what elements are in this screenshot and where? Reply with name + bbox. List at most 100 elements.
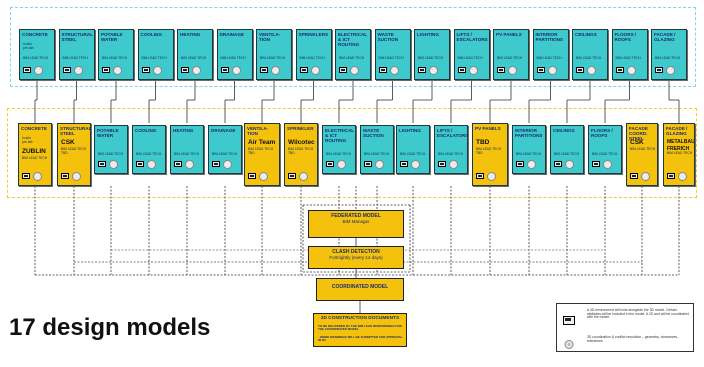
model-chip-icon <box>630 173 638 179</box>
model-label: HEATING <box>180 32 201 37</box>
bim-lead-text: BIM LEAD TECH <box>141 56 167 60</box>
model-chip-icon <box>61 173 69 179</box>
gear-icon <box>487 172 496 181</box>
gear-icon <box>449 160 458 169</box>
model-label: FACADE / GLAZING <box>654 32 676 42</box>
model-label: ELECTRICAL & ICT ROUTING <box>325 128 355 143</box>
bim-lead-text: BIM LEAD TECH <box>400 152 426 156</box>
model-sub-label: in-situ <box>23 42 32 46</box>
bim-lead-text: BIM LEAD TECH <box>260 56 286 60</box>
construction-documents-box: 2D CONSTRUCTION DOCUMENTS TO BE DELIVERE… <box>313 313 407 347</box>
model-label: POTABLE WATER <box>101 32 123 42</box>
gear-icon <box>603 160 612 169</box>
gear-icon <box>641 172 650 181</box>
construction-documents-note-1: TO BE DELIVERED BY THE BIM LEAD RESPONSI… <box>318 324 402 332</box>
model-label: VENTILA- TION <box>259 32 281 42</box>
bim-lead-text: BIM LEAD TECH <box>630 147 656 151</box>
model-chip-icon <box>326 161 334 167</box>
gear-icon <box>192 66 201 75</box>
bim-lead-text: BIM LEAD TECH <box>554 152 580 156</box>
bim-lead-text: BIM LEAD TECH <box>22 156 48 160</box>
gear-icon <box>626 66 636 75</box>
clash-detection-title: CLASH DETECTION <box>332 249 380 255</box>
model-label: DRAINAGE <box>219 32 245 37</box>
bim-lead-text: BIM LEAD TECH <box>23 56 49 60</box>
gear-icon <box>429 66 438 75</box>
model-label: FLOORS / ROOFS <box>591 128 613 138</box>
model-label: POTABLE WATER <box>97 128 119 138</box>
model-chip-icon <box>288 173 296 179</box>
model-label: SPRINKLER <box>287 126 314 131</box>
bim-lead-text: BIM LEAD TECH <box>212 152 238 156</box>
gear-icon <box>299 172 308 181</box>
model-chip-icon <box>667 173 675 179</box>
model-chip-icon <box>615 67 624 73</box>
model-label: PV PANELS <box>496 32 522 37</box>
model-chip-icon <box>655 67 663 73</box>
bim-lead-text: BIM LEAD TECH <box>364 152 390 156</box>
model-chip-icon <box>592 161 600 167</box>
bim-lead-text: BIM LEAD TECH <box>667 151 693 155</box>
model-chip-icon <box>418 67 426 73</box>
gear-icon <box>223 160 232 169</box>
coordinated-model-title: COORDINATED MODEL <box>331 284 389 290</box>
model-chip-icon <box>23 67 31 73</box>
legend-text-2: 3D coordination & conflict resolution – … <box>587 335 678 343</box>
bim-lead-text: BIM LEAD TECH <box>136 152 162 156</box>
model-chip-icon <box>576 67 584 73</box>
model-label: LIFTS / ESCALATORS <box>437 128 468 138</box>
model-chip-icon <box>62 67 71 73</box>
bim-lead-text: BIM LEAD TECH TBD <box>288 147 314 155</box>
gear-icon <box>389 66 399 75</box>
bim-lead-text: BIM LEAD TECH TBD <box>248 147 274 155</box>
bim-lead-text: BIM LEAD TECH <box>615 56 641 60</box>
bim-lead-text: BIM LEAD TECH <box>299 56 325 60</box>
legend: A 3D environment will exist alongside th… <box>556 303 694 352</box>
contractor-name: CSK <box>61 139 75 146</box>
model-sub-label: in-situ <box>22 136 31 140</box>
gear-icon <box>152 66 162 75</box>
model-chip-icon <box>378 67 387 73</box>
gear-icon <box>678 172 687 181</box>
gear-icon <box>563 336 575 349</box>
gear-icon <box>185 160 194 169</box>
model-chip-icon <box>260 67 268 73</box>
bim-lead-text: BIM LEAD TECH <box>220 56 246 60</box>
model-chip-icon <box>438 161 446 167</box>
gear-icon <box>271 66 280 75</box>
bim-lead-text: BIM LEAD TECH <box>516 152 542 156</box>
mid-row-frame <box>7 108 697 198</box>
model-chip-icon <box>136 161 144 167</box>
model-label: STRUCTURAL STEEL <box>60 126 91 136</box>
model-label: ELECTRICAL & ICT ROUTING <box>338 32 368 47</box>
model-label: INTERIOR PARTITIONS <box>515 128 543 138</box>
model-label: LIGHTING <box>417 32 439 37</box>
federated-model-title: FEDERATED MODEL <box>331 213 381 219</box>
bim-lead-text: BIM LEAD TECH <box>326 152 352 156</box>
gear-icon <box>508 66 517 75</box>
top-model-box: VENTILA- TION BIM LEAD TECH <box>256 29 292 80</box>
model-chip-icon <box>457 67 466 73</box>
model-chip-icon <box>141 67 150 73</box>
model-chip-icon <box>476 173 484 179</box>
bim-lead-text: BIM LEAD TECH <box>62 56 88 60</box>
model-label: COOLING <box>140 32 162 37</box>
model-chip-icon <box>563 312 575 325</box>
